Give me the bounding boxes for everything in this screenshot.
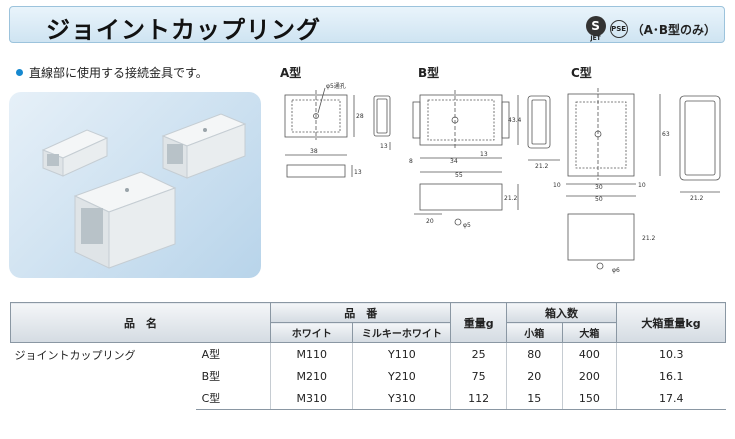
table-row: ジョイントカップリング A型 M110 Y110 25 80 400 10.3 bbox=[11, 342, 726, 365]
large-box-cell: 400 bbox=[561, 342, 617, 365]
c-dim-c2: 10 bbox=[638, 182, 646, 189]
c-dim-height: 63 bbox=[662, 131, 670, 138]
b-dim-c1: 20 bbox=[426, 218, 434, 225]
type-a-drawing bbox=[284, 87, 391, 178]
type-b-drawing bbox=[412, 90, 560, 226]
milky-cell: Y210 bbox=[352, 365, 451, 387]
technical-drawings: φ5通孔 28 13 38 13 43.4 8 34 13 55 21.2 21… bbox=[284, 82, 721, 274]
white-cell: M210 bbox=[270, 365, 353, 387]
milky-cell: Y310 bbox=[352, 387, 451, 410]
weight-cell: 75 bbox=[450, 365, 507, 387]
milky-cell: Y110 bbox=[352, 342, 451, 365]
th-part-no: 品 番 bbox=[270, 302, 452, 323]
product-photo bbox=[9, 92, 261, 278]
product-photo-illustration bbox=[41, 113, 247, 269]
b-dim-side: 21.2 bbox=[535, 163, 549, 170]
type-c-drawing bbox=[566, 88, 721, 270]
a-dim-depth: 13 bbox=[354, 169, 362, 176]
type-cell: A型 bbox=[201, 348, 221, 361]
b-dim-hole: φ5 bbox=[463, 222, 471, 229]
b-dim-w1: 34 bbox=[450, 158, 458, 165]
type-cell: C型 bbox=[195, 387, 271, 410]
small-box-cell: 20 bbox=[505, 365, 563, 387]
b-dim-gap: 8 bbox=[409, 158, 413, 165]
spec-table: 品 名 品 番 重量g 箱入数 大箱重量kg ホワイト ミルキーホワイト 小箱 … bbox=[9, 302, 726, 410]
c-dim-overall: 50 bbox=[595, 196, 603, 203]
a-dim-width: 38 bbox=[310, 148, 318, 155]
th-small-box: 小箱 bbox=[505, 322, 563, 343]
th-weight: 重量g bbox=[450, 302, 507, 343]
b-dim-height: 43.4 bbox=[508, 117, 522, 124]
cert-note: （A･B型のみ） bbox=[631, 22, 716, 37]
th-qty: 箱入数 bbox=[505, 302, 618, 323]
box-weight-cell: 16.1 bbox=[616, 365, 726, 387]
jet-label: JET bbox=[590, 35, 601, 42]
th-box-weight: 大箱重量kg bbox=[616, 302, 726, 343]
c-dim-d2: 21.2 bbox=[642, 235, 656, 242]
c-dim-side: 21.2 bbox=[690, 195, 704, 202]
box-weight-cell: 17.4 bbox=[616, 387, 726, 410]
product-name-cell: ジョイントカップリング bbox=[14, 349, 136, 362]
th-white: ホワイト bbox=[270, 322, 354, 343]
bullet-icon bbox=[16, 69, 23, 76]
type-b-label: B型 bbox=[418, 66, 440, 80]
weight-cell: 112 bbox=[450, 387, 507, 410]
th-milky: ミルキーホワイト bbox=[352, 322, 452, 343]
box-weight-cell: 10.3 bbox=[616, 342, 726, 365]
a-dim-hole: φ5通孔 bbox=[326, 82, 346, 90]
small-box-cell: 80 bbox=[505, 342, 563, 365]
page-title: ジョイントカップリング bbox=[46, 16, 321, 44]
s-mark-icon: S bbox=[585, 16, 606, 36]
type-cell: B型 bbox=[201, 370, 221, 383]
large-box-cell: 150 bbox=[561, 387, 617, 410]
th-large-box: 大箱 bbox=[561, 322, 618, 343]
c-dim-mid: 30 bbox=[595, 184, 603, 191]
title-banner: ジョイントカップリング S JET PSE （A･B型のみ） bbox=[9, 6, 725, 44]
certification-marks: S JET PSE （A･B型のみ） bbox=[585, 16, 716, 42]
th-product-name: 品 名 bbox=[9, 302, 272, 343]
table-row: B型 M210 Y210 75 20 200 16.1 bbox=[11, 365, 726, 387]
pse-icon: PSE bbox=[609, 20, 628, 38]
table-row: C型 M310 Y310 112 15 150 17.4 bbox=[11, 387, 726, 410]
a-dim-height: 28 bbox=[356, 113, 364, 120]
b-dim-overall: 55 bbox=[455, 172, 463, 179]
large-box-cell: 200 bbox=[561, 365, 617, 387]
weight-cell: 25 bbox=[450, 342, 507, 365]
white-cell: M110 bbox=[270, 342, 353, 365]
a-dim-side: 13 bbox=[380, 143, 388, 150]
c-dim-hole: φ6 bbox=[612, 267, 620, 274]
type-a-label: A型 bbox=[280, 66, 302, 80]
small-box-cell: 15 bbox=[505, 387, 563, 410]
b-dim-d2: 21.2 bbox=[504, 195, 518, 202]
b-dim-w2: 13 bbox=[480, 151, 488, 158]
white-cell: M310 bbox=[270, 387, 353, 410]
type-c-label: C型 bbox=[571, 66, 592, 80]
description-line: 直線部に使用する接続金具です。 bbox=[16, 64, 208, 81]
c-dim-c1: 10 bbox=[553, 182, 561, 189]
description: 直線部に使用する接続金具です。 bbox=[29, 66, 208, 80]
